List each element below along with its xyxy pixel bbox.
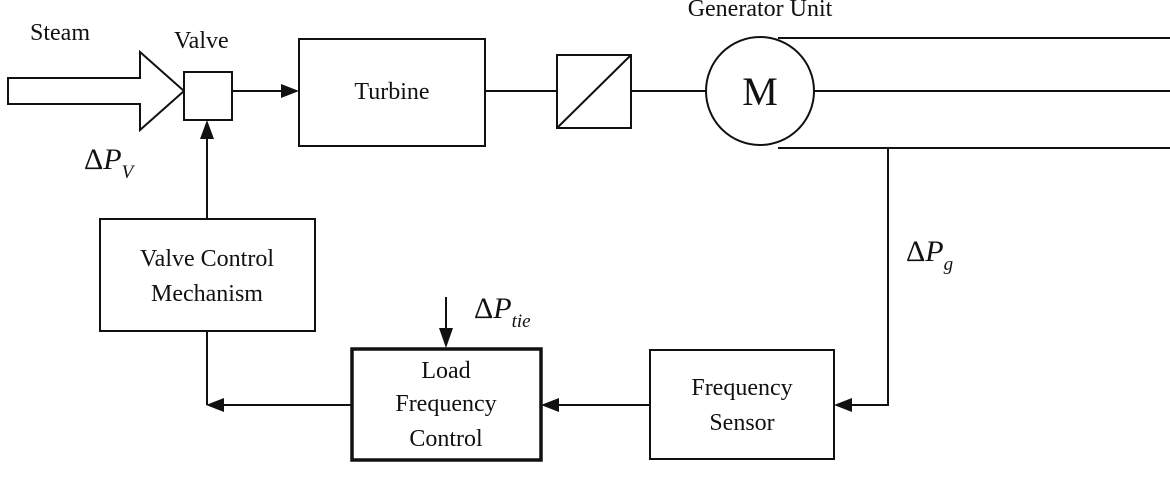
turbine-box: [298, 38, 486, 147]
power-feedback-line: [852, 148, 889, 406]
valve-box: [183, 71, 233, 121]
generator-motor-symbol: M: [742, 69, 778, 114]
valve-control-mechanism-box: [99, 218, 316, 332]
tie-line-input-arrowhead: [439, 328, 453, 348]
steam-input-arrow: [7, 49, 186, 133]
generator-unit-label: Generator Unit: [688, 0, 833, 22]
valve-control-to-valve-arrowhead: [200, 120, 214, 139]
coupling-diagonal: [556, 54, 632, 129]
power-feedback-arrowhead: [834, 398, 852, 412]
frequency-sensor-box: [649, 349, 835, 460]
valve-control-label-line2: Mechanism: [151, 281, 263, 307]
delta-ptie-label: ΔPtie: [474, 292, 531, 332]
turbine-label: Turbine: [354, 79, 429, 105]
delta-pg-label: ΔPg: [906, 235, 953, 275]
valve-to-turbine-arrowhead: [281, 84, 299, 98]
frequency-sensor-label-line2: Sensor: [709, 410, 774, 436]
lfc-label-line1: Load: [421, 358, 470, 384]
delta-pv-label: ΔPV: [84, 143, 136, 183]
frequency-sensor-label-line1: Frequency: [691, 375, 792, 401]
valve-control-label-line1: Valve Control: [140, 246, 274, 272]
steam-label: Steam: [30, 20, 90, 46]
lfc-output-arrowhead: [206, 398, 224, 412]
lfc-label-line2: Frequency: [395, 391, 496, 417]
lfc-label-line3: Control: [409, 426, 483, 452]
sensor-to-lfc-arrowhead: [541, 398, 559, 412]
valve-label: Valve: [174, 28, 229, 54]
